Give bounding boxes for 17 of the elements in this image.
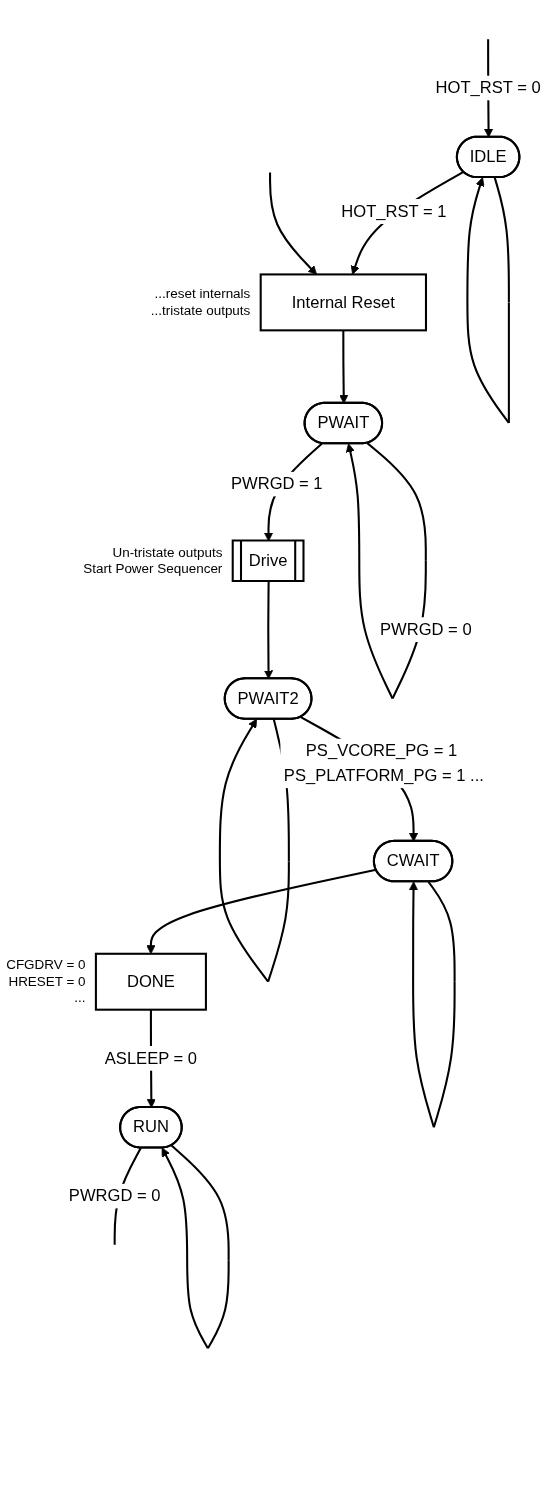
state-action-note: ... xyxy=(74,990,86,1006)
edge-label: PS_VCORE_PG = 1 PS_PLATFORM_PG = 1 ... xyxy=(283,741,484,785)
state-action-note: CFGDRV = 0 xyxy=(6,957,86,973)
state-action-note: ...reset internals xyxy=(154,286,251,302)
state-action-note: ...tristate outputs xyxy=(150,302,251,318)
arrow xyxy=(269,172,317,275)
state-action-note: Start Power Sequencer xyxy=(83,561,223,577)
edge-label: ASLEEP = 0 xyxy=(104,1049,198,1067)
edge-label: PWRGD = 1 xyxy=(230,474,323,493)
node-box: DONE xyxy=(94,952,207,1011)
state-action-note: Un-tristate outputs xyxy=(112,544,223,560)
state-action-note: HRESET = 0 xyxy=(8,973,86,989)
edge-label: HOT_RST = 0 xyxy=(435,78,541,97)
edge-label: PWRGD = 0 xyxy=(68,1186,161,1205)
edge-label: HOT_RST = 1 xyxy=(341,202,447,220)
node-box: Internal Reset xyxy=(259,273,427,332)
edge-label: PWRGD = 0 xyxy=(379,620,472,638)
